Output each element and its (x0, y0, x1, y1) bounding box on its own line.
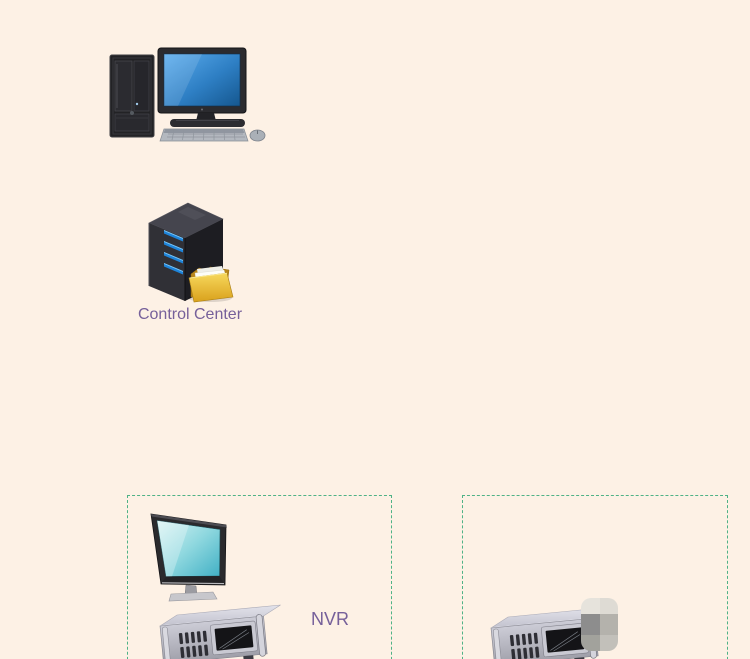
mosaic-cell (581, 598, 600, 614)
storage-server-icon (148, 202, 234, 303)
control-center-label: Control Center (137, 306, 243, 323)
mosaic-cell (599, 613, 618, 636)
mosaic-cell (599, 635, 618, 651)
node-client-workstation[interactable] (106, 44, 268, 144)
mosaic-blur-overlay (581, 598, 618, 651)
node-control-center[interactable]: Control Center (128, 198, 252, 324)
desktop-computer-icon (109, 47, 266, 142)
mosaic-cell (581, 613, 600, 636)
mosaic-cell (599, 598, 618, 614)
nvr-group-box-left[interactable]: NVR (127, 495, 392, 659)
mosaic-cell (581, 635, 600, 651)
nvr-chassis-icon (152, 592, 284, 659)
flat-monitor-icon (150, 513, 227, 602)
device-nvr[interactable] (152, 592, 284, 659)
device-monitor[interactable] (141, 506, 236, 611)
nvr-group-box-right[interactable] (462, 495, 728, 659)
nvr-label: NVR (311, 609, 350, 629)
folder-icon (188, 266, 234, 303)
